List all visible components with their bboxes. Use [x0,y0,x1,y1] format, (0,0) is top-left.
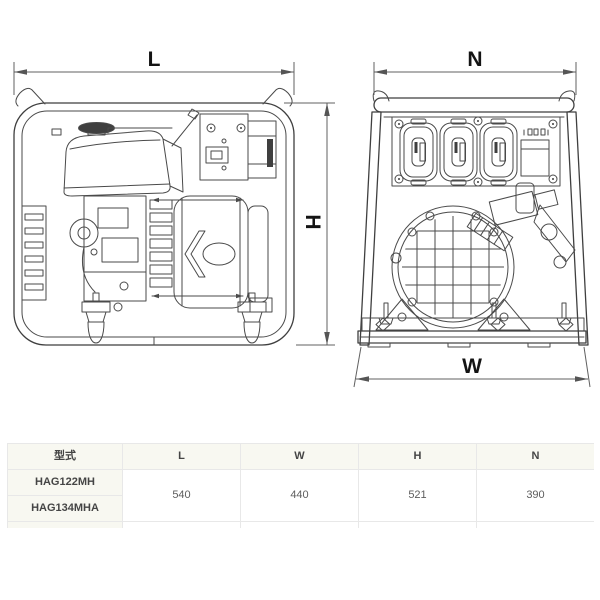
mount-bolt [378,302,394,325]
value-cell-H: 521 [358,469,477,522]
corner-pad [558,90,576,102]
spec-table-container: 型式 L W H N HAG122MH 540 440 521 390 HAG1… [7,443,594,528]
gusset-plate [477,298,531,331]
fuel-cap [78,122,115,136]
dim-label-depth: N [467,48,482,71]
header-H: H [358,443,477,470]
power-outlet [479,118,518,186]
spec-table: 型式 L W H N HAG122MH 540 440 521 390 HAG1… [7,443,594,528]
rear-view-drawing [357,90,589,348]
value-cell-N: 390 [476,469,594,522]
dipstick-lever [171,114,198,147]
base-assembly [357,298,587,348]
indicator-strip [523,128,549,136]
gusset-plate [375,298,429,331]
connector-housing [247,120,277,179]
fan-grille [390,205,515,329]
dimension-line-H: H [284,102,335,346]
power-outlet [399,118,438,186]
model-name-cell: HAG122MH [7,469,123,496]
brand-oval-logo [202,242,236,266]
corner-pad [372,90,390,102]
side-view-drawing [13,87,295,346]
value-cell-W: 440 [240,469,359,522]
dimension-annotations: L N H W [13,48,591,388]
vent-bolt [51,128,62,136]
control-panel [391,116,561,187]
header-model-type: 型式 [7,443,123,470]
table-row-model-1: HAG122MH 540 440 521 390 [7,469,594,522]
engine-block [69,195,147,302]
frame-rear [359,90,589,346]
header-W: W [240,443,359,470]
header-L: L [122,443,241,470]
corner-pad [15,87,46,107]
table-header-row: 型式 L W H N [7,443,594,470]
intake-tube [515,182,535,214]
power-outlet [439,118,478,186]
brand-chevron-logo [184,230,206,278]
dimension-line-L: L [13,48,295,95]
end-cover [247,205,269,303]
meter-window [520,139,550,177]
table-row-partial [7,521,594,528]
engine-rear-cluster [466,182,576,269]
header-N: N [476,443,594,470]
table-row-model-2: HAG134MHA [7,495,595,522]
model-name-cell: HAG134MHA [7,495,123,522]
value-cell-L: 540 [122,469,241,522]
fuel-tank [51,122,184,197]
alternator [151,195,273,313]
control-box [107,108,277,181]
side-outlet [205,146,229,164]
generator-dimension-diagram: L N H W [13,48,591,388]
dimension-line-W: W [353,346,591,388]
cooling-fins [149,199,173,288]
dim-label-width: W [462,355,482,378]
mount-bolt [486,302,502,325]
rubber-feet-side [81,292,267,344]
dimension-line-N: N [373,48,577,95]
dim-label-height: H [301,214,324,229]
frame-side [13,87,295,346]
dim-label-length: L [148,48,161,71]
muffler-guard [21,205,47,301]
